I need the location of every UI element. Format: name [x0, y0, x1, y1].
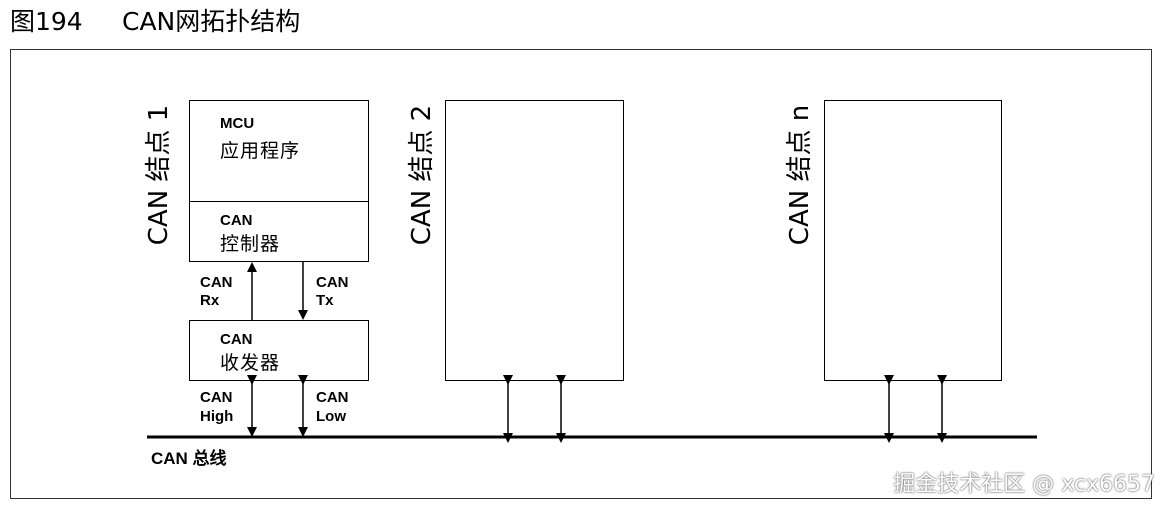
- rx-label: Rx: [200, 292, 220, 309]
- controller-label: 控制器: [220, 233, 281, 255]
- tx-label: Tx: [316, 292, 334, 309]
- rx-can-label: CAN: [200, 274, 233, 291]
- mcu-label: MCU: [220, 115, 255, 132]
- node-n-box: [824, 100, 1002, 381]
- diagram-frame: [10, 49, 1152, 499]
- application-label: 应用程序: [220, 140, 301, 162]
- can-transceiver-box: CAN 收发器: [189, 320, 369, 381]
- node-2-box: [445, 100, 624, 381]
- can-bus-label: CAN 总线: [151, 449, 227, 468]
- figure-title: CAN网拓扑结构: [122, 7, 301, 36]
- low-label: Low: [316, 408, 346, 425]
- watermark: 掘金技术社区 @ xcx6657: [893, 472, 1155, 497]
- high-label: High: [200, 408, 234, 425]
- low-can-label: CAN: [316, 389, 349, 406]
- figure-number: 图194: [10, 7, 83, 36]
- can-controller-box: CAN 控制器: [189, 201, 369, 262]
- transceiver-label: 收发器: [220, 352, 281, 374]
- tx-can-label: CAN: [316, 274, 349, 291]
- high-can-label: CAN: [200, 389, 233, 406]
- controller-can-label: CAN: [220, 212, 253, 229]
- transceiver-can-label: CAN: [220, 331, 253, 348]
